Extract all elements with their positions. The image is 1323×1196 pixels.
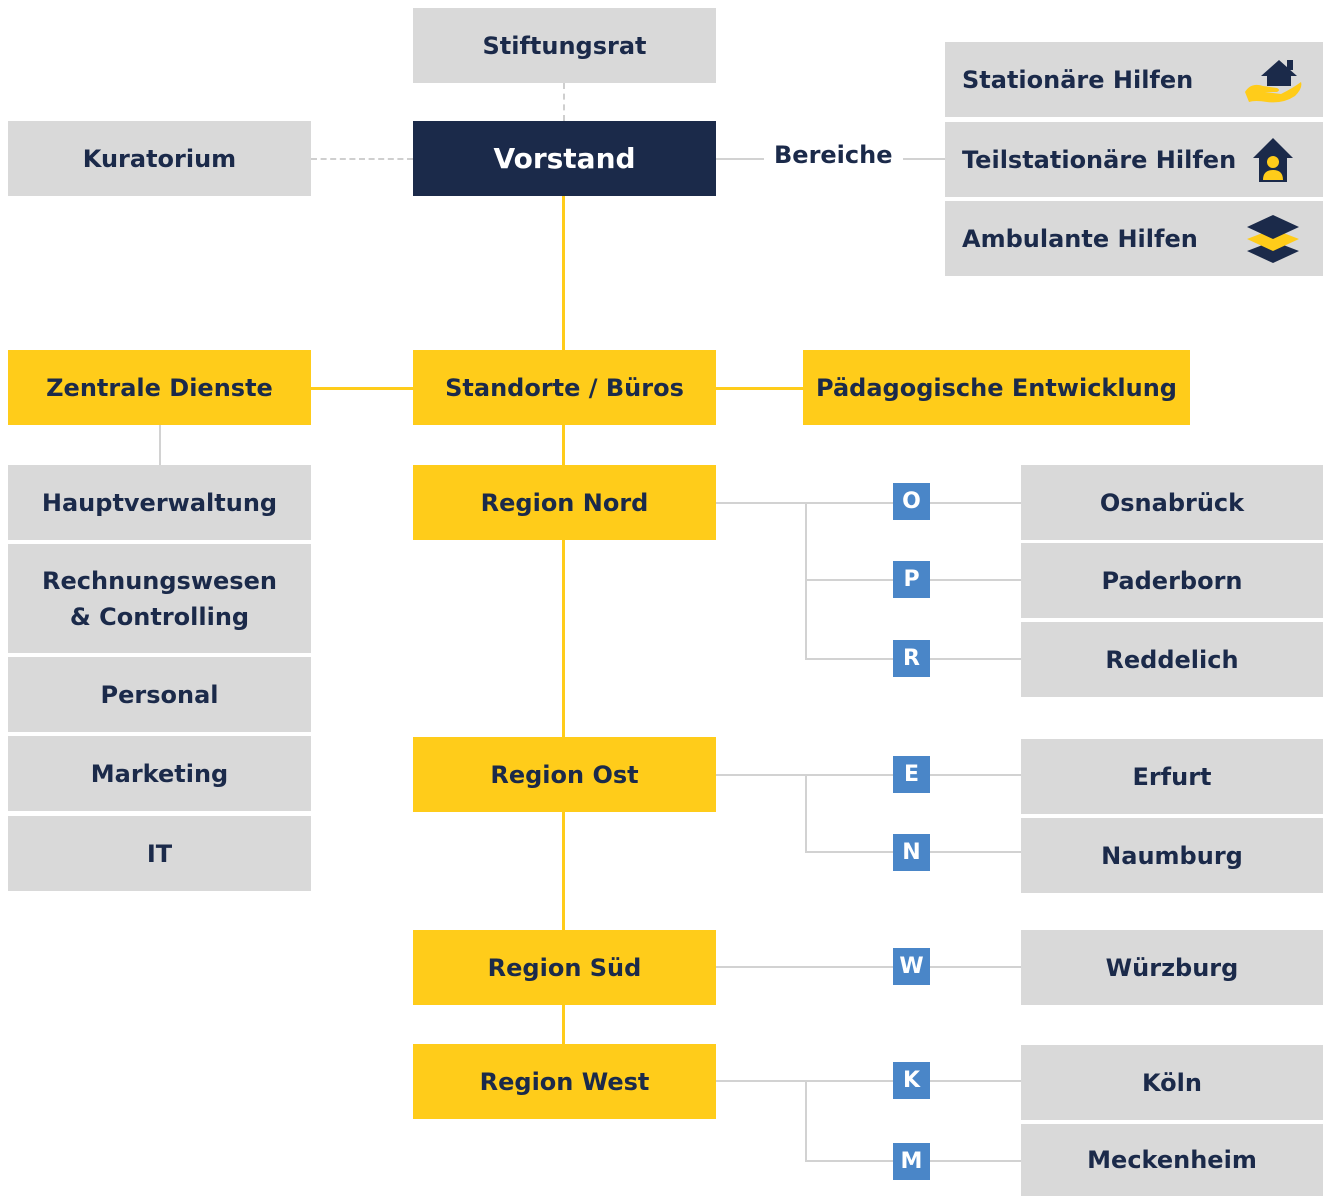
location-code-badge: O (893, 483, 930, 520)
location-meckenheim: Meckenheim (1021, 1124, 1323, 1196)
kuratorium-box: Kuratorium (8, 121, 311, 196)
west-vertical (805, 1080, 807, 1161)
bereiche-connector-left (715, 158, 765, 160)
region-west-box: Region West (413, 1044, 716, 1119)
ost-connector (715, 774, 1021, 776)
zentrale-connector (311, 387, 413, 390)
location-code-badge: M (893, 1143, 930, 1180)
location-erfurt: Erfurt (1021, 739, 1323, 814)
location-reddelich: Reddelich (1021, 622, 1323, 697)
main-spine (562, 196, 565, 1044)
area-label: Teilstationäre Hilfen (962, 145, 1237, 174)
location-osnabrueck: Osnabrück (1021, 465, 1323, 540)
sued-connector (715, 966, 1021, 968)
area-label: Stationäre Hilfen (962, 65, 1194, 94)
area-stationaere-hilfen: Stationäre Hilfen (945, 42, 1323, 117)
region-sued-box: Region Süd (413, 930, 716, 1005)
zentrale-item-it: IT (8, 816, 311, 891)
area-ambulante-hilfen: Ambulante Hilfen (945, 201, 1323, 276)
paedagogische-entwicklung-box: Pädagogische Entwicklung (803, 350, 1190, 425)
ost-vertical (805, 774, 807, 852)
zentrale-dienste-box: Zentrale Dienste (8, 350, 311, 425)
location-code-badge: E (893, 756, 930, 793)
region-ost-box: Region Ost (413, 737, 716, 812)
area-teilstationaere-hilfen: Teilstationäre Hilfen (945, 122, 1323, 197)
stiftungsrat-connector (563, 83, 565, 121)
nord-connector (715, 502, 1021, 504)
west-connector (715, 1080, 1021, 1082)
location-code-badge: W (893, 948, 930, 985)
house-person-icon (1253, 137, 1293, 182)
area-label: Ambulante Hilfen (962, 224, 1198, 253)
location-code-badge: P (893, 561, 930, 598)
location-code-badge: N (893, 834, 930, 871)
kuratorium-connector (311, 158, 413, 160)
location-code-badge: K (893, 1062, 930, 1099)
location-koeln: Köln (1021, 1045, 1323, 1120)
zentrale-item-marketing: Marketing (8, 736, 311, 811)
location-naumburg: Naumburg (1021, 818, 1323, 893)
bereiche-label: Bereiche (764, 141, 903, 169)
location-code-badge: R (893, 640, 930, 677)
paedagogik-connector (715, 387, 803, 390)
zentrale-down-connector (159, 425, 161, 465)
vorstand-box: Vorstand (413, 121, 716, 196)
zentrale-item-rechnungswesen: Rechnungswesen & Controlling (8, 544, 311, 653)
location-paderborn: Paderborn (1021, 543, 1323, 618)
bereiche-connector-right (893, 158, 945, 160)
standorte-box: Standorte / Büros (413, 350, 716, 425)
region-nord-box: Region Nord (413, 465, 716, 540)
zentrale-item-hauptverwaltung: Hauptverwaltung (8, 465, 311, 540)
zentrale-item-personal: Personal (8, 657, 311, 732)
stiftungsrat-box: Stiftungsrat (413, 8, 716, 83)
location-wuerzburg: Würzburg (1021, 930, 1323, 1005)
house-hand-icon (1245, 59, 1302, 102)
layers-icon (1247, 214, 1299, 263)
